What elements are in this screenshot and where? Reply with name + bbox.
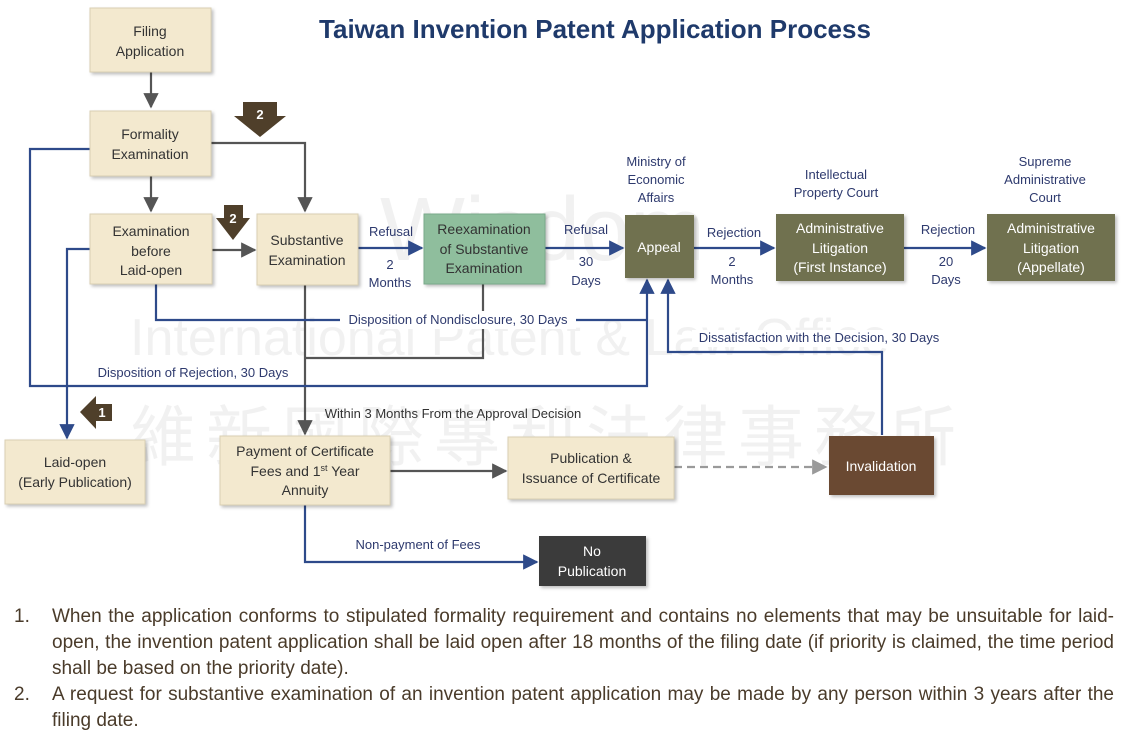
label-months-1-unit: Months [369,275,412,290]
footnote-2: 2. A request for substantive examination… [14,682,1114,734]
node-formality-line2: Examination [111,146,188,162]
node-examination-before-laid-open: Examination before Laid-open [89,213,213,285]
authority-moea-2: Economic [627,172,685,187]
node-filing-line1: Filing [133,23,166,39]
node-invalidation: Invalidation [829,436,934,495]
node-substantive-examination: Substantive Examination [256,213,359,286]
footnote-1-number: 1. [14,606,30,627]
node-lit1-line1: Administrative [796,220,884,236]
label-days-1-num: 30 [579,254,593,269]
authority-moea-1: Ministry of [626,154,686,169]
node-litigation-first-instance: Administrative Litigation (First Instanc… [776,214,904,281]
edge-formality-substantive [211,141,313,213]
authority-labels: Ministry of Economic Affairs Intellectua… [626,154,1085,205]
node-reexam-line3: Examination [445,260,522,276]
authority-supreme-2: Administrative [1004,172,1086,187]
node-lit2-line3: (Appellate) [1017,259,1085,275]
footnote-1: 1. When the application conforms to stip… [14,604,1114,682]
label-months-2-num: 2 [728,254,735,269]
node-laidopen-line2: (Early Publication) [18,474,132,490]
label-dissatisfaction: Dissatisfaction with the Decision, 30 Da… [699,330,940,345]
edge-reexam-payment [305,284,485,360]
node-publication-line1: Publication & [550,450,632,466]
node-formality-examination: Formality Examination [89,110,212,177]
label-refusal-2: Refusal [564,222,608,237]
node-reexam-line2: of Substantive [440,241,529,257]
patent-process-diagram: Wisdom International Patent & Law Office… [4,7,1115,586]
edge-invalidation-appeal [660,278,884,435]
node-invalidation-label: Invalidation [846,458,917,474]
node-payment-line2-a: Fees and 1 [250,463,320,479]
node-reexamination: Reexamination of Substantive Examination [423,213,546,285]
authority-supreme-1: Supreme [1019,154,1072,169]
node-filing-line2: Application [116,43,185,59]
edge-rejection [28,147,655,388]
node-payment-line2-sup: st [321,463,329,473]
label-days-2-unit: Days [931,272,961,287]
node-lit1-line2: Litigation [812,240,868,256]
label-rejection-1: Rejection [707,225,761,240]
node-payment-line1: Payment of Certificate [236,443,374,459]
connectors [28,72,987,570]
node-substantive-line1: Substantive [270,232,343,248]
label-days-2-num: 20 [939,254,953,269]
node-reexam-line1: Reexamination [437,221,530,237]
authority-ipcourt-1: Intellectual [805,167,867,182]
node-payment-line2: Fees and 1st Year [250,463,359,479]
node-filing-application: Filing Application [89,7,212,73]
label-months-2-unit: Months [711,272,754,287]
node-payment-line2-b: Year [328,463,360,479]
label-rejection-2: Rejection [921,222,975,237]
marker-2-middle: 2 [216,205,250,240]
node-no-publication: No Publication [539,536,646,586]
label-refusal-1: Refusal [369,224,413,239]
footnote-2-number: 2. [14,684,30,705]
label-non-payment: Non-payment of Fees [355,537,481,552]
node-lit1-line3: (First Instance) [793,259,886,275]
node-exambefore-line3: Laid-open [120,262,182,278]
marker-1-label: 1 [98,405,105,420]
footnote-2-text: A request for substantive examination of… [52,684,1114,731]
node-formality-line1: Formality [121,126,179,142]
label-nondisclosure: Disposition of Nondisclosure, 30 Days [349,312,568,327]
node-nopublication-line2: Publication [558,563,627,579]
label-rejection-disposition: Disposition of Rejection, 30 Days [98,365,289,380]
node-exambefore-line2: before [131,243,171,259]
node-laidopen-line1: Laid-open [44,454,106,470]
node-publication-issuance: Publication & Issuance of Certificate [507,436,675,500]
edge-exambefore-laidopen [59,247,90,440]
node-payment-certificate-fees: Payment of Certificate Fees and 1st Year… [219,435,391,506]
node-exambefore-line1: Examination [112,223,189,239]
node-litigation-appellate: Administrative Litigation (Appellate) [987,214,1115,281]
node-lit2-line2: Litigation [1023,240,1079,256]
node-laid-open: Laid-open (Early Publication) [4,439,146,505]
marker-2-middle-label: 2 [229,211,236,226]
node-publication-line2: Issuance of Certificate [522,470,661,486]
footnotes: 1. When the application conforms to stip… [14,604,1114,734]
footnote-1-text: When the application conforms to stipula… [52,606,1114,679]
label-days-1-unit: Days [571,273,601,288]
edge-labels: Refusal 2 Months Refusal 30 Days Rejecti… [98,222,975,552]
authority-supreme-3: Court [1029,190,1061,205]
node-appeal-label: Appeal [637,239,681,255]
label-months-1-num: 2 [386,257,393,272]
authority-moea-3: Affairs [638,190,675,205]
page-title: Taiwan Invention Patent Application Proc… [319,14,871,44]
node-appeal: Appeal [625,215,694,278]
label-within-3-months: Within 3 Months From the Approval Decisi… [325,406,582,421]
node-substantive-line2: Examination [268,252,345,268]
edge-payment-nopublication [303,505,539,570]
node-payment-line3: Annuity [282,482,329,498]
authority-ipcourt-2: Property Court [794,185,879,200]
node-lit2-line1: Administrative [1007,220,1095,236]
marker-2-top-label: 2 [256,107,263,122]
node-nopublication-line1: No [583,543,601,559]
marker-2-top: 2 [234,102,286,137]
marker-1: 1 [80,396,112,429]
